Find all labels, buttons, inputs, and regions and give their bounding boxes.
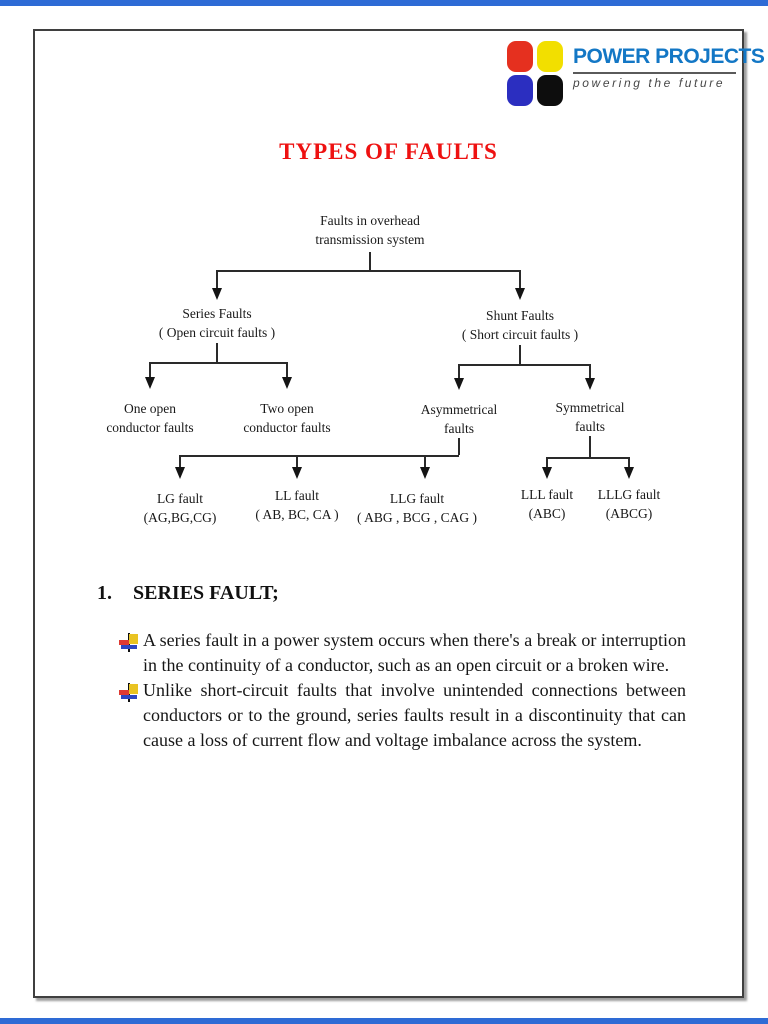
viewer-top-bar — [0, 0, 768, 6]
connector-level1-bar — [217, 270, 520, 272]
node-series-faults: Series Faults ( Open circuit faults ) — [158, 306, 276, 340]
connector-series-bar — [150, 362, 287, 364]
logo-divider — [573, 72, 736, 74]
list-item: Unlike short-circuit faults that involve… — [119, 678, 686, 753]
connector-two-open-stem — [286, 362, 288, 378]
connector-sym-riser — [589, 436, 591, 457]
arrow-down-lll — [542, 467, 552, 479]
connector-sym-bar — [547, 457, 629, 459]
logo-tagline: powering the future — [573, 76, 726, 90]
logo-blob-blue — [507, 75, 533, 106]
arrow-down-lllg — [624, 467, 634, 479]
connector-lg-stem — [179, 455, 181, 468]
node-lllg-fault: LLLG fault (ABCG) — [597, 487, 661, 521]
company-logo: POWER PROJECTS powering the future — [507, 41, 765, 108]
node-asymmetrical: Asymmetrical faults — [420, 402, 498, 436]
node-ll-fault: LL fault ( AB, BC, CA ) — [255, 488, 339, 522]
connector-ll-stem — [296, 455, 298, 468]
node-one-open: One open conductor faults — [106, 401, 194, 435]
node-lll-fault: LLL fault (ABC) — [520, 487, 574, 521]
node-llg-fault: LLG fault ( ABG , BCG , CAG ) — [356, 491, 478, 525]
arrow-down-ll — [292, 467, 302, 479]
connector-llg-stem — [424, 455, 426, 468]
faults-tree-diagram: Faults in overhead transmission system S… — [35, 31, 742, 571]
arrow-down-shunt — [515, 288, 525, 300]
arrow-down-llg — [420, 467, 430, 479]
connector-asym-riser — [458, 438, 460, 455]
bullet-text: Unlike short-circuit faults that involve… — [143, 680, 686, 750]
logo-blob-black — [537, 75, 563, 106]
connector-lllg-stem — [628, 457, 630, 468]
logo-title: POWER PROJECTS — [573, 45, 765, 68]
connector-sym-stem — [589, 364, 591, 379]
connector-one-open-stem — [149, 362, 151, 378]
logo-text: POWER PROJECTS powering the future — [573, 41, 765, 90]
node-two-open: Two open conductor faults — [243, 401, 331, 435]
viewer-bottom-bar — [0, 1018, 768, 1024]
node-symmetrical: Symmetrical faults — [555, 400, 625, 434]
section-heading: 1. SERIES FAULT; — [97, 582, 279, 605]
document-page: POWER PROJECTS powering the future TYPES… — [33, 29, 765, 998]
connector-asym-bar — [180, 455, 459, 457]
colored-plus-bullet-icon — [119, 683, 138, 702]
list-item: A series fault in a power system occurs … — [119, 628, 686, 678]
connector-shunt-riser — [519, 345, 521, 364]
bullet-list: A series fault in a power system occurs … — [119, 628, 686, 753]
connector-shunt-bar — [459, 364, 590, 366]
arrow-down-one-open — [145, 377, 155, 389]
arrow-down-series — [212, 288, 222, 300]
arrow-down-lg — [175, 467, 185, 479]
connector-asym-stem — [458, 364, 460, 379]
page-title: TYPES OF FAULTS — [279, 139, 498, 164]
arrow-down-asym — [454, 378, 464, 390]
node-shunt-faults: Shunt Faults ( Short circuit faults ) — [461, 308, 579, 342]
connector-root-riser — [369, 252, 371, 270]
connector-series-stem — [216, 270, 218, 289]
section-title: SERIES FAULT; — [133, 582, 279, 604]
logo-blob-yellow — [537, 41, 563, 72]
arrow-down-two-open — [282, 377, 292, 389]
node-root: Faults in overhead transmission system — [315, 213, 425, 247]
bullet-text: A series fault in a power system occurs … — [143, 630, 686, 675]
node-lg-fault: LG fault (AG,BG,CG) — [143, 491, 217, 525]
section-number: 1. — [97, 582, 112, 604]
connector-shunt-stem — [519, 270, 521, 289]
arrow-down-sym — [585, 378, 595, 390]
logo-mark-icon — [507, 41, 565, 108]
logo-blob-red — [507, 41, 533, 72]
connector-lll-stem — [546, 457, 548, 468]
connector-series-riser — [216, 343, 218, 362]
colored-plus-bullet-icon — [119, 633, 138, 652]
